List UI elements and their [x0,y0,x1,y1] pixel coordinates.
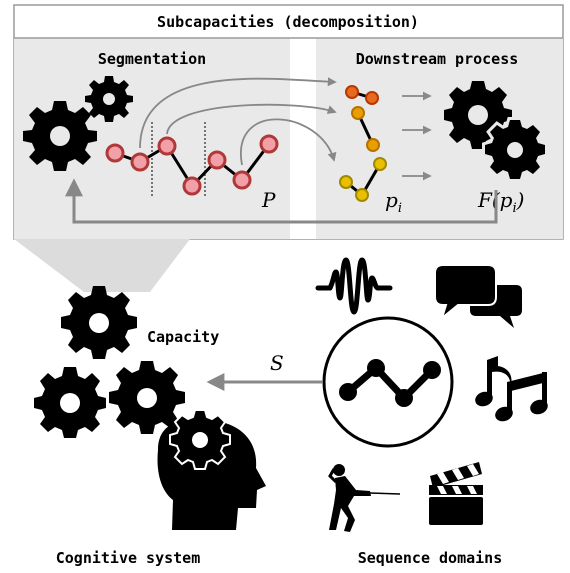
segment-node [373,157,387,171]
speech-bubbles-icon [434,264,522,328]
panel-title: Subcapacities (decomposition) [157,13,419,31]
output-subscript: i [512,201,516,216]
segments-pi: pi [339,85,402,216]
clapperboard-icon [429,462,483,525]
waveform-icon [315,257,393,315]
segmentation-label: Segmentation [98,50,206,68]
sequence-domains-label: Sequence domains [358,549,503,567]
gear-icon [85,76,133,122]
segment-subscript: i [398,201,402,216]
sequence-node [232,170,252,190]
segment-node [339,175,353,189]
gear-icon [109,361,185,434]
svg-text:F(pi): F(pi) [477,188,524,216]
sequence-node [182,176,202,196]
sequence-node [157,136,177,156]
segment-symbol: p [385,188,398,212]
gear-icon [482,117,548,182]
mapping-symbol: S [270,351,284,375]
output-symbol-close: ) [516,188,525,212]
segment-node [365,91,379,105]
segment-node [345,85,359,99]
gear-icon [61,286,137,359]
gear-icon [23,101,97,171]
fencer-icon [328,464,401,532]
sequence-icon [322,316,454,448]
cognitive-system-label: Cognitive system [56,549,201,567]
downstream-label: Downstream process [356,50,519,68]
segment-node [366,138,380,152]
sequence-node [207,150,227,170]
zoom-wedge [14,239,190,292]
sequence-symbol: P [261,188,276,212]
sequence-p: P [105,122,279,212]
head-gear-icon [157,409,266,530]
music-notes-icon [475,356,548,422]
gear-icon [34,367,106,438]
segment-node [355,188,369,202]
sequence-node [130,152,150,172]
process-arrows [402,91,432,181]
feedback-arrow [65,178,498,224]
segment-arrows [139,77,337,166]
segment-node [351,106,365,120]
capacity-label: Capacity [147,328,219,346]
sequence-node [259,134,279,154]
svg-text:pi: pi [385,188,402,216]
sequence-node [105,143,125,163]
